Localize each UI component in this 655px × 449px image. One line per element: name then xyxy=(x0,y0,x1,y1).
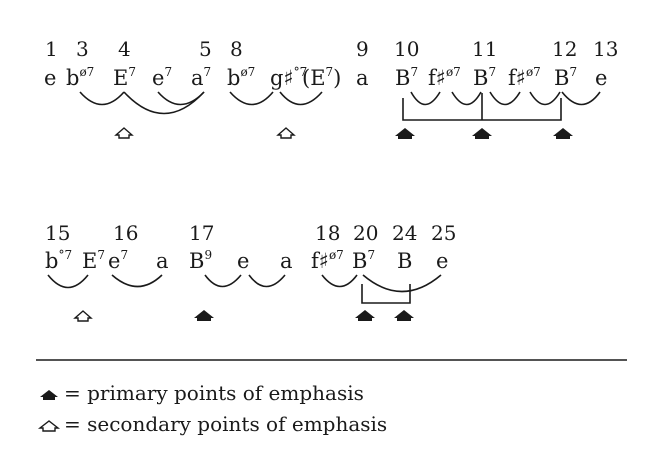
measure-number: 12 xyxy=(552,37,577,61)
chord-symbol: a xyxy=(356,66,369,90)
measure-number: 20 xyxy=(353,221,378,245)
primary-emphasis-icon xyxy=(472,128,492,139)
row1-emphasis-markers xyxy=(114,127,573,139)
slur xyxy=(157,91,205,106)
measure-number: 9 xyxy=(356,37,369,61)
chord-symbol: B xyxy=(397,249,412,273)
chord-symbol: a xyxy=(156,249,169,273)
row1-measure-numbers: 1 3 4 5 8 9 10 11 12 13 xyxy=(45,37,618,61)
measure-number: 10 xyxy=(394,37,419,61)
row2-slurs xyxy=(47,274,442,293)
chord-symbol: g♯°7 xyxy=(270,65,307,90)
slur xyxy=(489,91,521,106)
chord-symbol: e7 xyxy=(108,248,128,273)
row2-measure-numbers: 15 16 17 18 20 24 25 xyxy=(45,221,456,245)
slur xyxy=(279,91,323,106)
secondary-emphasis-icon xyxy=(37,420,61,432)
chord-symbol: B7 xyxy=(352,248,375,273)
chord-symbol: f♯ø7 xyxy=(508,65,541,90)
measure-number: 25 xyxy=(431,221,456,245)
bracket xyxy=(361,284,411,304)
primary-emphasis-icon xyxy=(394,310,414,321)
row1-slurs xyxy=(79,91,601,115)
secondary-emphasis-icon xyxy=(276,127,296,139)
slur xyxy=(229,91,274,106)
chord-symbol: f♯ø7 xyxy=(311,248,344,273)
measure-number: 15 xyxy=(45,221,70,245)
measure-number: 24 xyxy=(392,221,417,245)
measure-number: 4 xyxy=(118,37,131,61)
measure-number: 11 xyxy=(472,37,497,61)
chord-symbol: a xyxy=(280,249,293,273)
slur xyxy=(204,274,242,288)
slur xyxy=(248,274,286,288)
slur xyxy=(529,91,561,106)
secondary-emphasis-icon xyxy=(73,310,93,322)
chord-symbol: e xyxy=(436,249,448,273)
slur xyxy=(561,91,601,106)
chord-symbol: b°7 xyxy=(45,248,72,273)
slur xyxy=(410,91,441,106)
primary-emphasis-icon xyxy=(355,310,375,321)
chord-symbol: B7 xyxy=(395,65,418,90)
chord-symbol: e7 xyxy=(152,65,172,90)
measure-number: 16 xyxy=(113,221,138,245)
row2-emphasis-markers xyxy=(73,310,414,322)
measure-number: 1 xyxy=(45,37,58,61)
legend-primary-label: = primary points of emphasis xyxy=(64,381,364,405)
slur xyxy=(362,274,442,293)
slur xyxy=(79,91,125,106)
chord-symbol: f♯ø7 xyxy=(428,65,461,90)
chord-symbol: B7 xyxy=(473,65,496,90)
primary-emphasis-icon xyxy=(40,390,58,400)
slur xyxy=(123,91,205,115)
chord-symbol: E7 xyxy=(82,248,105,273)
legend-secondary-label: = secondary points of emphasis xyxy=(64,412,387,436)
primary-emphasis-icon xyxy=(553,128,573,139)
secondary-emphasis-icon xyxy=(114,127,134,139)
bracket xyxy=(402,93,562,121)
chord-symbol: B9 xyxy=(189,248,212,273)
measure-number: 13 xyxy=(593,37,618,61)
chord-symbol: e xyxy=(595,66,607,90)
chord-symbol: e xyxy=(237,249,249,273)
slur xyxy=(47,274,89,289)
chord-symbol: (E7) xyxy=(302,65,341,90)
row1-chords: e bø7 E7 e7 a7 bø7 g♯°7 (E7) a B7 f♯ø7 B… xyxy=(44,65,607,90)
chord-symbol: B7 xyxy=(554,65,577,90)
row2-chords: b°7 E7 e7 a B9 e a f♯ø7 B7 B e xyxy=(45,248,448,273)
legend: = primary points of emphasis = secondary… xyxy=(37,381,387,436)
primary-emphasis-icon xyxy=(395,128,415,139)
measure-number: 17 xyxy=(189,221,214,245)
measure-number: 18 xyxy=(315,221,340,245)
measure-number: 5 xyxy=(199,37,212,61)
slur xyxy=(451,91,482,106)
slur xyxy=(321,274,358,288)
chord-symbol: bø7 xyxy=(66,65,94,90)
measure-number: 8 xyxy=(230,37,243,61)
measure-number: 3 xyxy=(76,37,89,61)
chord-symbol: a7 xyxy=(191,65,211,90)
primary-emphasis-icon xyxy=(194,310,214,321)
chord-symbol: bø7 xyxy=(227,65,255,90)
chord-symbol: E7 xyxy=(113,65,136,90)
slur xyxy=(111,274,163,288)
chord-symbol: e xyxy=(44,66,56,90)
